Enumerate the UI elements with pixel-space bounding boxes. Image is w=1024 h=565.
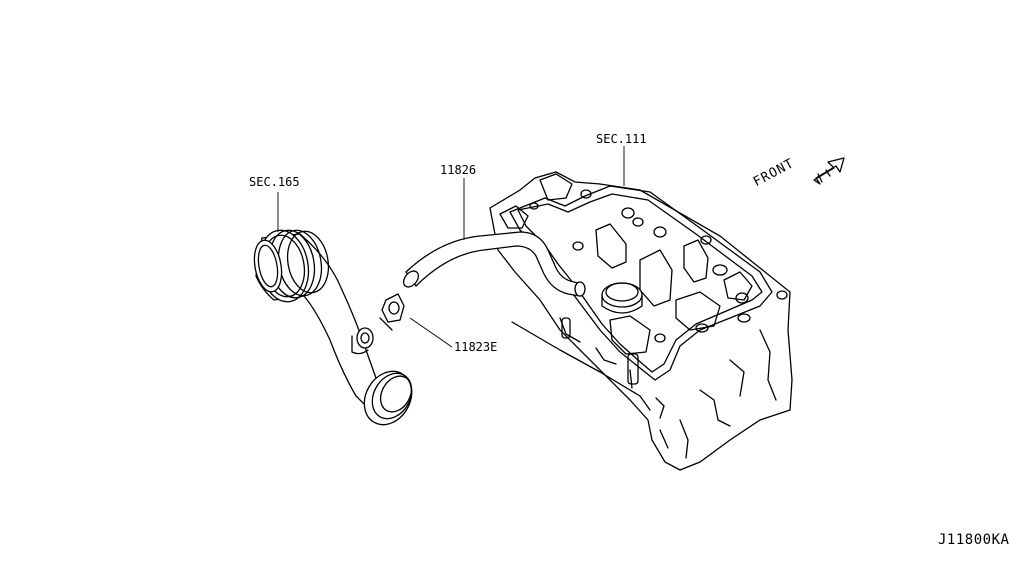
label-part-11826: 11826 [440,163,477,177]
front-arrow-icon [813,157,845,185]
label-sec-165: SEC.165 [249,175,300,189]
label-part-11823e: 11823E [454,340,498,354]
air-duct [253,229,413,426]
clamp-11823e [379,293,405,331]
cylinder-head [489,171,793,471]
diagram-code: J11800KA [938,532,1010,548]
leader-lines [277,146,625,348]
label-sec-111: SEC.111 [596,132,647,146]
hose-11826 [402,231,586,297]
